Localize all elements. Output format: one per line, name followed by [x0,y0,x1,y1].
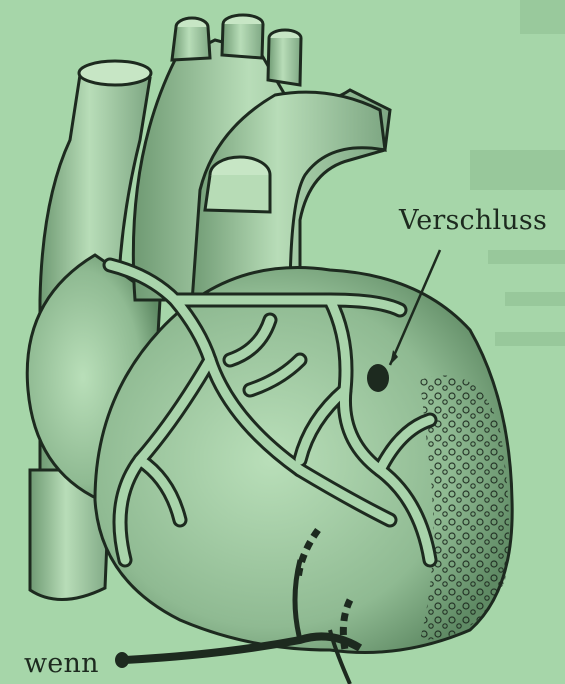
occlusion-label: Verschluss [399,207,547,234]
partial-word-label: wenn [24,650,99,677]
background-print [470,0,565,346]
occlusion-marker [367,364,389,392]
